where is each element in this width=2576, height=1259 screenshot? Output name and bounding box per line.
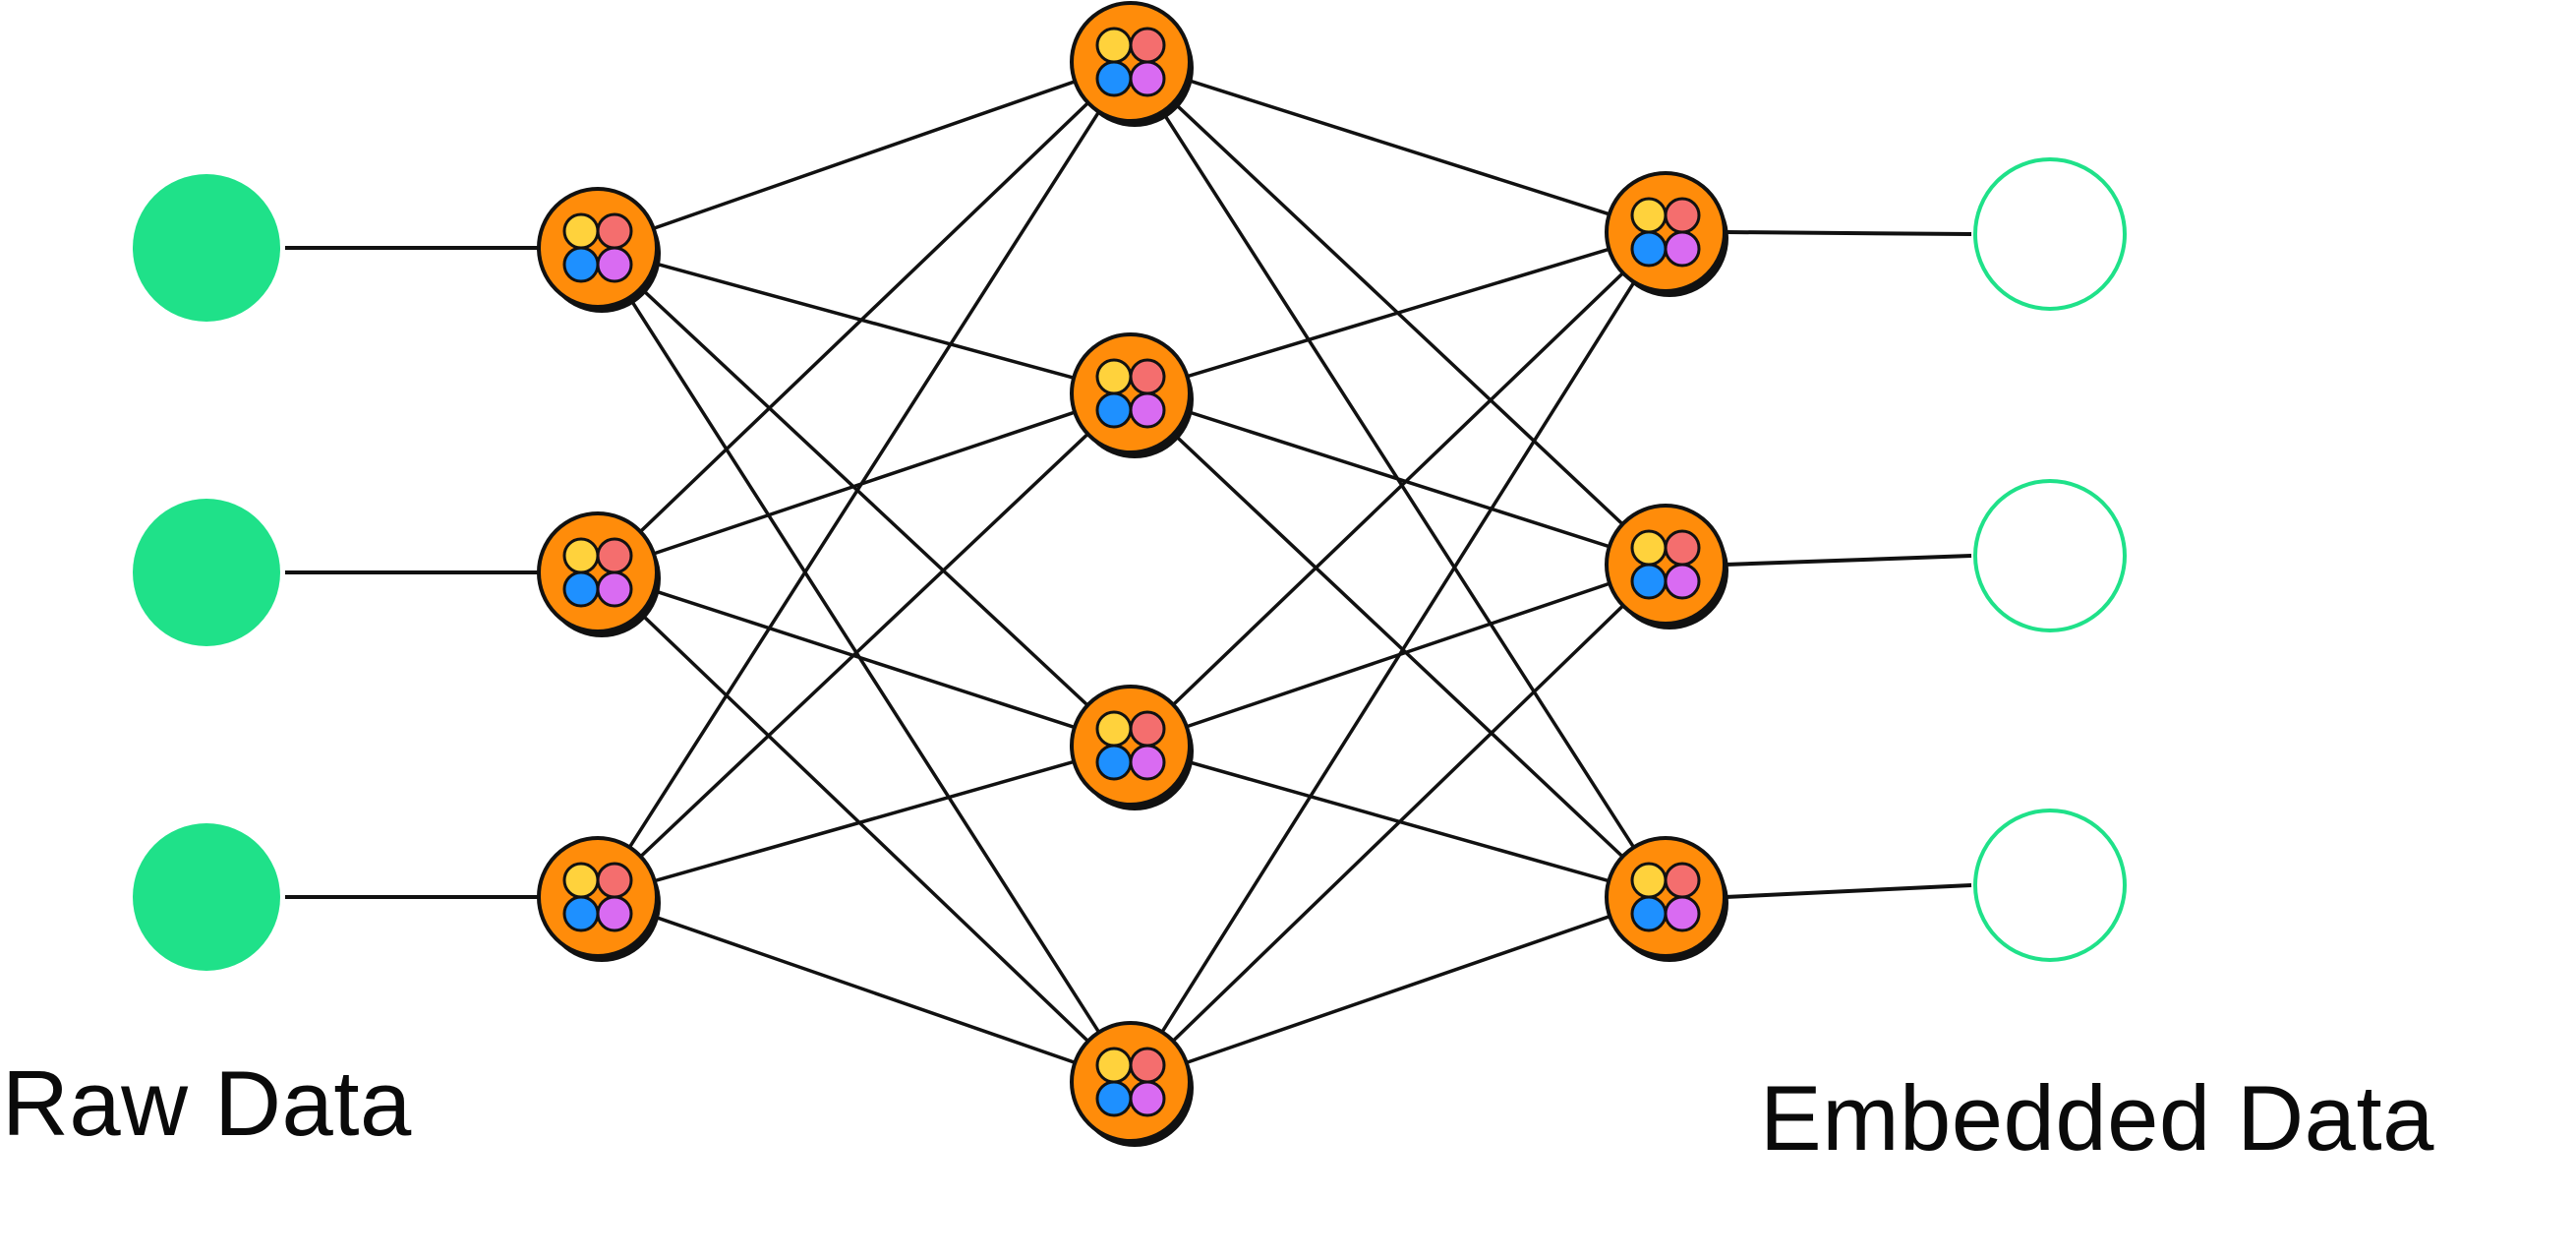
embedded-data-label: Embedded Data	[1760, 1066, 2434, 1169]
four-color-dots-icon	[1630, 862, 1701, 932]
embedded-data-node	[1973, 479, 2127, 632]
edge	[1130, 391, 1667, 567]
hidden-node	[1070, 1021, 1194, 1147]
hidden-node	[537, 836, 661, 962]
edge	[597, 60, 1132, 250]
embedded-data-node	[1973, 157, 2127, 311]
edge	[597, 570, 1132, 748]
edge	[1129, 563, 1668, 1084]
hidden-node	[1070, 685, 1194, 810]
raw-data-label: Raw Data	[2, 1051, 412, 1155]
four-color-dots-icon	[562, 537, 633, 608]
four-color-dots-icon	[1095, 358, 1166, 429]
edge	[596, 391, 1133, 899]
hidden-node	[1605, 171, 1728, 297]
edge	[1130, 230, 1667, 395]
edge	[596, 60, 1133, 574]
embedded-data-node	[1973, 809, 2127, 962]
edge	[597, 391, 1132, 574]
output-connector	[1725, 230, 1972, 236]
edge	[1129, 231, 1668, 1083]
nodes	[133, 1, 2127, 1147]
four-color-dots-icon	[562, 862, 633, 932]
hidden-node	[1605, 836, 1728, 962]
four-color-dots-icon	[1095, 27, 1166, 97]
raw-data-node	[133, 174, 280, 322]
hidden-node	[1070, 332, 1194, 458]
output-connector	[1725, 883, 1972, 899]
connections	[285, 60, 1972, 1084]
hidden-node	[537, 511, 661, 637]
four-color-dots-icon	[1095, 1047, 1166, 1117]
four-color-dots-icon	[1095, 710, 1166, 781]
edge	[1129, 230, 1668, 748]
raw-data-node	[133, 823, 280, 971]
edge	[597, 895, 1132, 1084]
edge	[1130, 895, 1667, 1084]
edge	[596, 61, 1133, 898]
edge	[597, 246, 1132, 395]
edge	[597, 744, 1132, 899]
four-color-dots-icon	[562, 212, 633, 283]
edge	[1130, 60, 1667, 234]
edge	[596, 246, 1133, 748]
edge	[1129, 391, 1668, 899]
edge	[596, 247, 1133, 1083]
hidden-node	[1070, 1, 1194, 127]
edge	[596, 570, 1133, 1084]
output-connector	[1725, 554, 1972, 567]
four-color-dots-icon	[1630, 529, 1701, 600]
hidden-node	[1605, 504, 1728, 630]
raw-data-node	[133, 499, 280, 646]
hidden-node	[537, 187, 661, 313]
four-color-dots-icon	[1630, 197, 1701, 268]
